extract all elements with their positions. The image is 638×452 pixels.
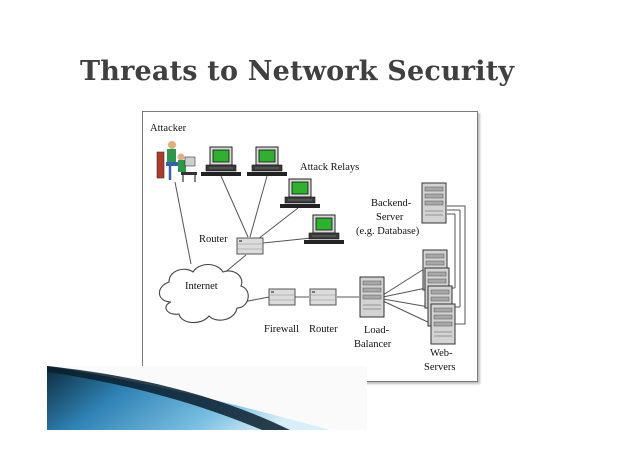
router-label: Router <box>309 324 338 335</box>
link-lb-web3 <box>382 298 430 308</box>
attack-relay-computer-icon <box>200 146 242 177</box>
web-servers-label: Servers <box>424 362 456 373</box>
backend-label: (e.g. Database) <box>356 226 420 237</box>
link-lb-web2 <box>382 287 427 298</box>
link-lb-web1 <box>382 268 425 296</box>
attack-relays-label: Attack Relays <box>300 162 359 173</box>
web-servers-label: Web- <box>430 348 453 359</box>
attack-relay-computer-icon <box>279 178 321 209</box>
backend-server-icon <box>421 182 447 224</box>
slide-title: Threats to Network Security <box>80 56 515 87</box>
internet-label: Internet <box>185 281 218 292</box>
attacker-label: Attacker <box>150 123 187 134</box>
link-relay2-router <box>249 175 268 238</box>
link-attacker-internet <box>174 181 192 265</box>
firewall-icon <box>268 288 296 306</box>
router-icon <box>236 237 264 255</box>
attack-relay-computer-icon <box>246 146 288 177</box>
link-lb-web4 <box>382 300 433 325</box>
attack-relay-computer-icon <box>303 214 345 245</box>
load-balancer-server-icon <box>359 276 385 318</box>
firewall-label: Firewall <box>264 324 299 335</box>
router-label: Router <box>199 234 228 245</box>
attacker-icon <box>156 141 197 182</box>
web-server-icon <box>430 303 456 345</box>
link-relay1-router <box>220 175 249 238</box>
load-balancer-label: Load- <box>364 325 390 336</box>
internet-cloud-icon <box>158 263 249 324</box>
router-icon <box>309 288 337 306</box>
backend-label: Backend- <box>371 198 412 209</box>
backend-label: Server <box>376 212 404 223</box>
load-balancer-label: Balancer <box>354 339 392 350</box>
link-relay3-router <box>257 207 299 240</box>
network-diagram: Attacker Attack Relays Router Internet F… <box>142 111 478 382</box>
